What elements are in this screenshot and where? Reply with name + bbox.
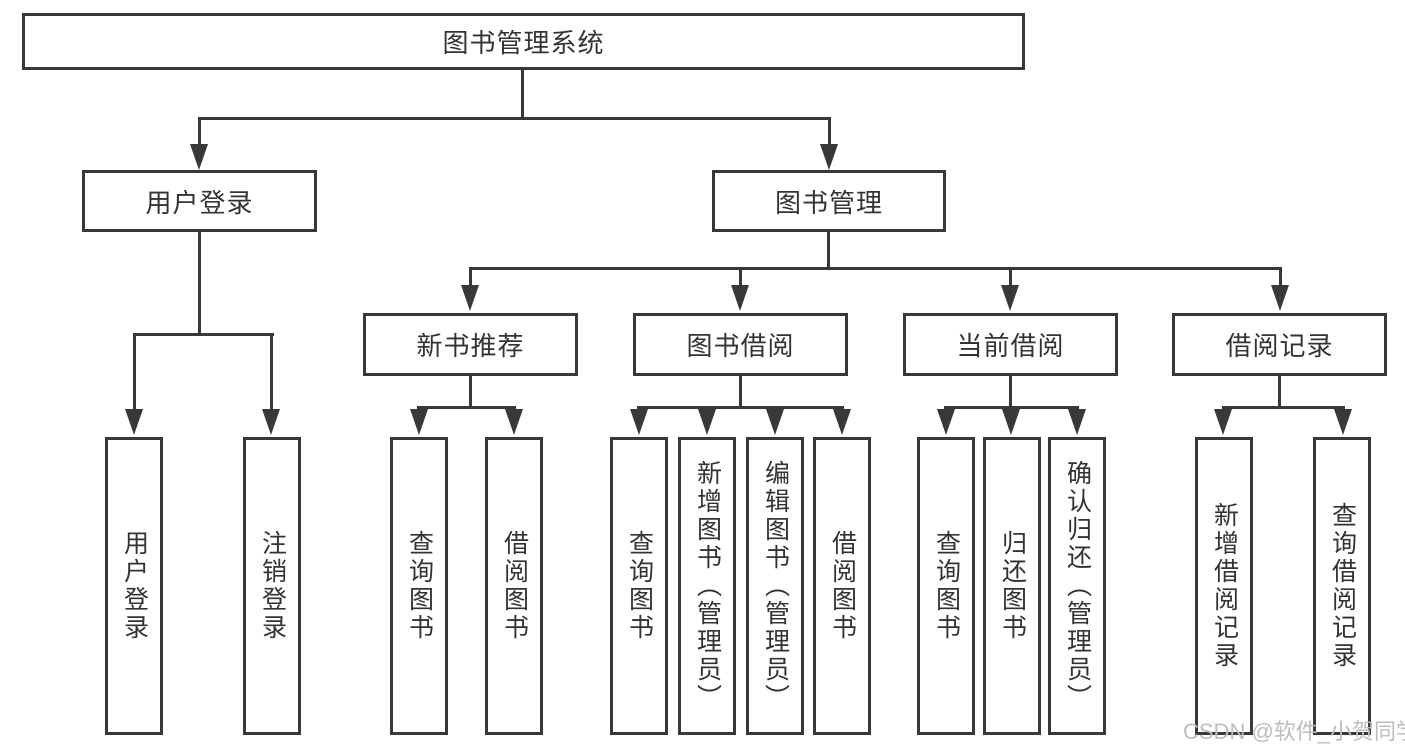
arrowhead-current-borrow xyxy=(1001,285,1019,311)
leaf-query-books-borrow: 查询图书 xyxy=(610,437,668,735)
leaf-logout-label: 注销登录 xyxy=(258,530,287,642)
connector-current-rail xyxy=(944,406,1079,409)
connector-drop-borrow-records xyxy=(1279,267,1282,287)
node-current-borrow: 当前借阅 xyxy=(903,313,1118,376)
connector-recommend-stem xyxy=(469,376,472,408)
leaf-confirm-return-admin: 确认归还（管理员） xyxy=(1048,437,1106,735)
leaf-query-borrow-record: 查询借阅记录 xyxy=(1313,437,1371,735)
leaf-edit-book-admin: 编辑图书（管理员） xyxy=(746,437,804,735)
connector-drop-leaf-logout xyxy=(270,333,273,411)
connector-borrow-rail xyxy=(637,406,844,409)
connector-drop-current-borrow xyxy=(1009,267,1012,287)
leaf-user-login: 用户登录 xyxy=(105,437,163,735)
arrowhead-confirm-return-admin xyxy=(1068,409,1086,435)
connector-current-stem xyxy=(1009,376,1012,408)
connector-user-branch-stem xyxy=(198,232,201,336)
node-library-system: 图书管理系统 xyxy=(22,13,1025,70)
leaf-add-book-admin: 新增图书（管理员） xyxy=(678,437,736,735)
connector-root-stem xyxy=(521,70,524,118)
leaf-borrow-books: 借阅图书 xyxy=(813,437,871,735)
arrowhead-return-book xyxy=(1002,409,1020,435)
arrowhead-add-book-admin xyxy=(698,409,716,435)
leaf-add-borrow-record-label: 新增借阅记录 xyxy=(1210,502,1239,670)
arrowhead-query-books-borrow xyxy=(630,409,648,435)
node-book-management: 图书管理 xyxy=(712,170,946,232)
arrowhead-query-borrow-record xyxy=(1334,409,1352,435)
leaf-query-borrow-record-label: 查询借阅记录 xyxy=(1328,502,1357,670)
leaf-query-books-current: 查询图书 xyxy=(917,437,975,735)
arrowhead-user-login xyxy=(190,144,208,170)
arrowhead-borrow-books xyxy=(833,409,851,435)
leaf-query-books-current-label: 查询图书 xyxy=(932,530,961,642)
arrowhead-edit-book-admin xyxy=(766,409,784,435)
connector-level2-rail xyxy=(198,117,831,120)
connector-records-stem xyxy=(1278,376,1281,408)
arrowhead-new-book-recommend xyxy=(461,285,479,311)
connector-records-rail xyxy=(1222,406,1345,409)
leaf-query-books-borrow-label: 查询图书 xyxy=(625,530,654,642)
leaf-return-book: 归还图书 xyxy=(983,437,1041,735)
leaf-query-books-recommend: 查询图书 xyxy=(390,437,448,735)
connector-drop-book-borrow xyxy=(739,267,742,287)
arrowhead-query-books-recommend xyxy=(410,409,428,435)
node-new-book-recommend: 新书推荐 xyxy=(363,313,578,376)
connector-recommend-rail xyxy=(417,406,516,409)
connector-level3-rail xyxy=(469,267,1282,270)
arrowhead-book-management xyxy=(820,144,838,170)
arrowhead-borrow-books-recommend xyxy=(505,409,523,435)
arrowhead-leaf-logout xyxy=(262,409,280,435)
arrowhead-book-borrow xyxy=(731,285,749,311)
leaf-logout: 注销登录 xyxy=(243,437,301,735)
leaf-borrow-books-recommend-label: 借阅图书 xyxy=(500,530,529,642)
arrowhead-add-borrow-record xyxy=(1214,409,1232,435)
connector-drop-new-book-recommend xyxy=(469,267,472,287)
node-user-login: 用户登录 xyxy=(82,170,317,232)
connector-book-branch-stem xyxy=(827,232,830,270)
node-borrow-records: 借阅记录 xyxy=(1172,313,1387,376)
connector-user-branch-rail xyxy=(133,333,274,336)
leaf-borrow-books-label: 借阅图书 xyxy=(828,530,857,642)
leaf-edit-book-admin-label: 编辑图书（管理员） xyxy=(761,460,790,712)
connector-drop-leaf-user-login xyxy=(133,333,136,411)
arrowhead-leaf-user-login xyxy=(125,409,143,435)
watermark: CSDN @软件_小贺同学 xyxy=(1183,719,1405,744)
leaf-borrow-books-recommend: 借阅图书 xyxy=(485,437,543,735)
arrowhead-borrow-records xyxy=(1271,285,1289,311)
connector-drop-book-management xyxy=(828,117,831,146)
leaf-confirm-return-admin-label: 确认归还（管理员） xyxy=(1063,460,1092,712)
node-book-borrow: 图书借阅 xyxy=(633,313,848,376)
leaf-add-book-admin-label: 新增图书（管理员） xyxy=(693,460,722,712)
leaf-query-books-recommend-label: 查询图书 xyxy=(405,530,434,642)
arrowhead-query-books-current xyxy=(937,409,955,435)
connector-drop-user-login xyxy=(198,117,201,146)
leaf-add-borrow-record: 新增借阅记录 xyxy=(1195,437,1253,735)
connector-borrow-stem xyxy=(739,376,742,408)
leaf-return-book-label: 归还图书 xyxy=(998,530,1027,642)
leaf-user-login-label: 用户登录 xyxy=(120,530,149,642)
